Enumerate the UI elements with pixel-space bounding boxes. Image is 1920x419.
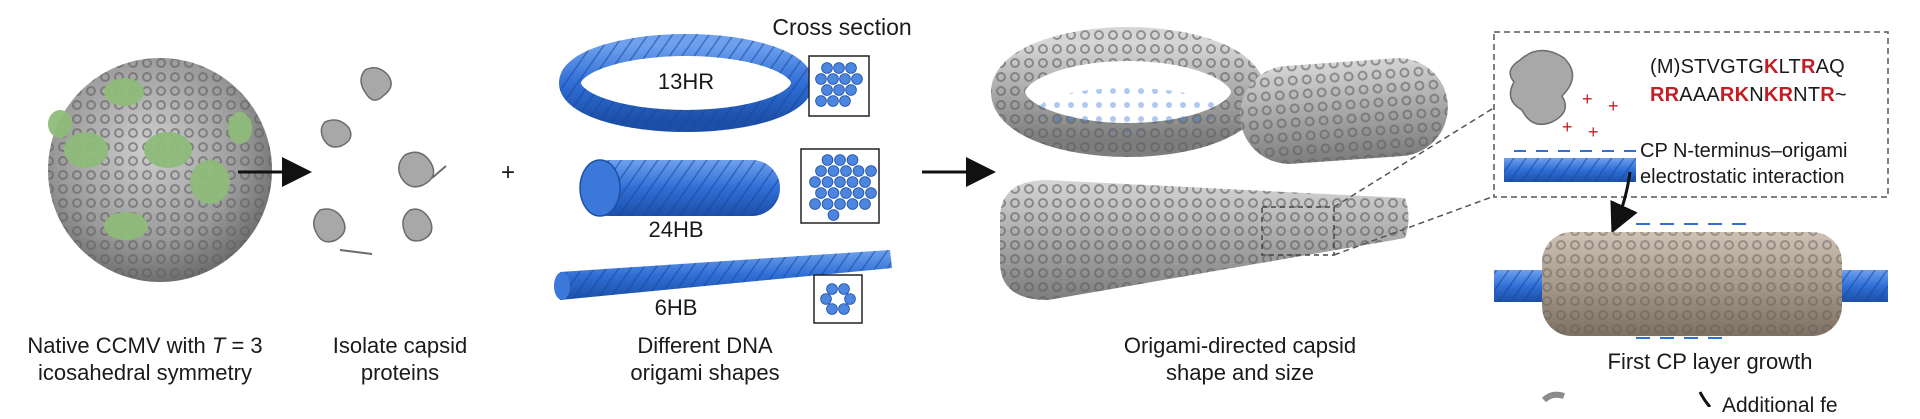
helix-cross-section-dot (821, 154, 834, 166)
figure-artwork: + (48, 27, 1889, 407)
helix-cross-section-dot (839, 73, 851, 85)
helix-cross-section-dot (826, 283, 838, 295)
helix-cross-section-dot (838, 303, 850, 315)
helix-cross-section-dot (845, 62, 857, 74)
svg-text:+: + (1588, 122, 1599, 142)
sequence-line-1: (M)STVGTGKLTRAQ (1650, 54, 1845, 80)
cross-section-6hb (813, 274, 863, 324)
helix-cross-section-dot (827, 73, 839, 85)
basic-residue: RK (1719, 84, 1750, 106)
label-dna-origami: Different DNA origami shapes (630, 333, 780, 385)
residue: AQ (1815, 56, 1845, 78)
residue: LT (1778, 56, 1801, 78)
label-6hb: 6HB (654, 295, 698, 320)
helix-cross-section-dot (846, 198, 859, 210)
label-13hr: 13HR (657, 69, 715, 94)
sequence-line-2: RRAAARKNKRNTR~ (1650, 82, 1847, 108)
first-layer-growth-icon (1494, 223, 1888, 339)
label-additional: Additional fe (1722, 394, 1838, 417)
helix-cross-section-dot (821, 198, 834, 210)
helix-cross-section-dot (833, 84, 845, 96)
helix-cross-section-dot (846, 176, 859, 188)
residue: ~ (1834, 84, 1847, 106)
next-step-protein-icon (1541, 391, 1565, 403)
helix-cross-section-dot (844, 293, 856, 305)
label-origami-directed: Origami-directed capsid shape and size (1123, 333, 1357, 385)
basic-residue: RR (1650, 84, 1680, 106)
helix-cross-section-dot (815, 187, 827, 199)
helix-cross-section-dot (852, 187, 865, 199)
helix-cross-section-dot (826, 303, 838, 315)
positive-charges: + + + + (1562, 89, 1619, 142)
label-native-ccmv: Native CCMV with T = 3 icosahedral symme… (27, 333, 263, 385)
basic-residue: R (1820, 84, 1835, 106)
helix-cross-section-dot (840, 187, 852, 199)
helix-cross-section-dot (827, 209, 840, 221)
helix-cross-section-dot (859, 198, 871, 210)
helix-cross-section-dot (865, 187, 877, 199)
residue: NT (1793, 84, 1821, 106)
helix-cross-section-dot (820, 293, 832, 305)
helix-cross-section-dot (839, 95, 851, 107)
capsid-long-tube-icon (1000, 103, 1501, 300)
dna-6hb-bundle-icon (554, 250, 892, 300)
cross-section-24hb (800, 148, 880, 224)
helix-cross-section-dot (865, 165, 877, 177)
label-24hb: 24HB (648, 217, 704, 242)
svg-text:+: + (1582, 89, 1593, 109)
interaction-line-2: electrostatic interaction (1640, 166, 1845, 188)
capsid-short-tube-icon (1240, 58, 1448, 164)
figure-stage: + (27, 14, 1889, 417)
basic-residue: R (1800, 56, 1816, 78)
helix-cross-section-dot (845, 84, 857, 96)
helix-cross-section-dot (840, 165, 852, 177)
helix-cross-section-dot (821, 84, 833, 96)
residue: (M)STVGTG (1650, 56, 1765, 78)
helix-cross-section-dot (815, 73, 827, 85)
svg-text:+: + (1608, 96, 1619, 116)
helix-cross-section-dot (809, 198, 821, 210)
isolated-proteins-icon (313, 67, 447, 255)
interaction-line-1: CP N-terminus–origami (1640, 140, 1848, 162)
helix-cross-section-dot (834, 154, 846, 166)
ccmv-capsid-icon (48, 58, 272, 282)
inset-panel: + + + + (1493, 31, 1889, 198)
dna-13hr-ring-icon (559, 34, 813, 132)
basic-residue: K (1764, 56, 1779, 78)
basic-residue: KR (1763, 84, 1794, 106)
svg-text:+: + (1562, 117, 1573, 137)
residue: N (1749, 84, 1764, 106)
helix-cross-section-dot (815, 95, 827, 107)
helix-cross-section-dot (821, 62, 833, 74)
helix-cross-section-dot (809, 176, 821, 188)
label-cross-section: Cross section (772, 14, 912, 40)
capsid-protein-icon (1509, 49, 1574, 125)
zoom-box (1261, 206, 1335, 256)
cross-section-13hr (808, 55, 870, 117)
helix-cross-section-dot (851, 73, 863, 85)
capsid-torus-icon (991, 27, 1265, 157)
helix-cross-section-dot (827, 95, 839, 107)
label-isolate-proteins: Isolate capsid proteins (332, 333, 468, 385)
helix-cross-section-dot (838, 283, 850, 295)
helix-cross-section-dot (834, 198, 846, 210)
helix-cross-section-dot (827, 187, 840, 199)
helix-cross-section-dot (827, 165, 840, 177)
helix-cross-section-dot (834, 176, 846, 188)
helix-cross-section-dot (821, 176, 834, 188)
plus-sign: + (501, 159, 515, 186)
helix-cross-section-dot (833, 62, 845, 74)
helix-cross-section-dot (859, 176, 871, 188)
label-first-cp-layer: First CP layer growth (1607, 349, 1813, 374)
helix-cross-section-dot (852, 165, 865, 177)
dna-24hb-bundle-icon (579, 159, 780, 217)
helix-cross-section-dot (846, 154, 859, 166)
residue: AAA (1679, 84, 1720, 106)
arrow-4 (1698, 391, 1712, 407)
helix-cross-section-dot (815, 165, 827, 177)
arrow-3 (1610, 171, 1638, 234)
